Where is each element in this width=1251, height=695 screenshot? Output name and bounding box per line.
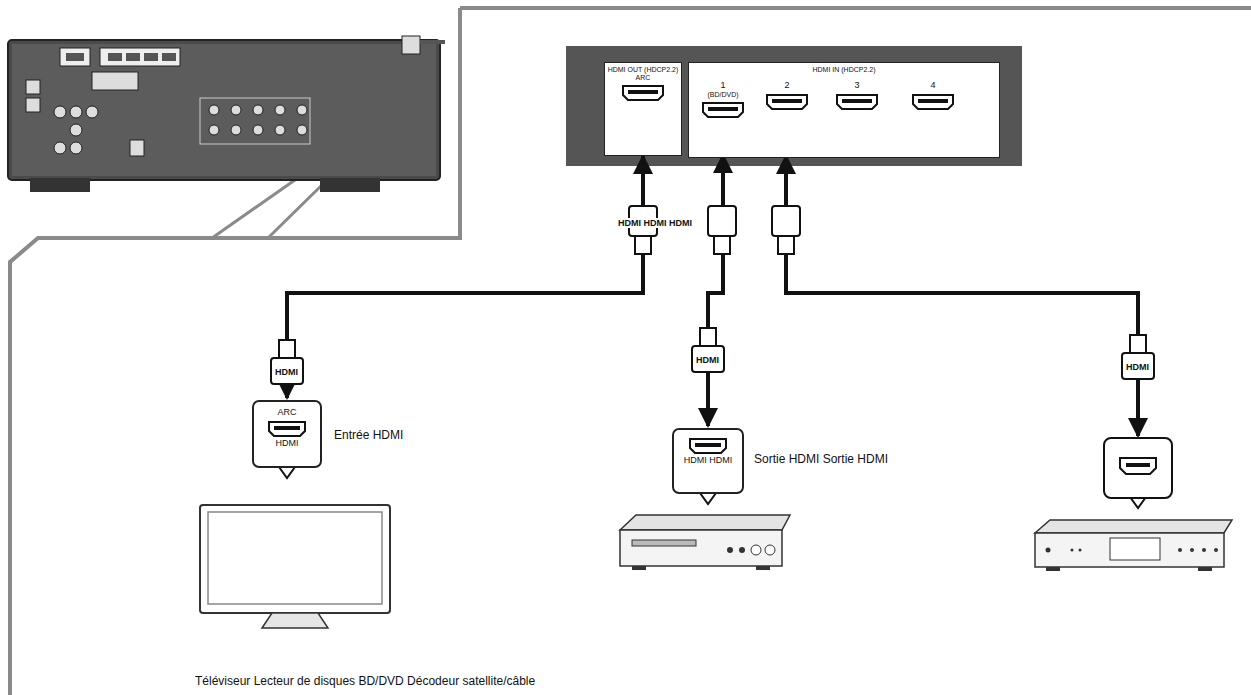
input-port: 2: [759, 77, 815, 155]
bd-player-illustration: [620, 515, 790, 570]
input-port: 4: [905, 77, 961, 155]
port-name: 2: [759, 80, 815, 91]
cable-label: HDMI: [696, 355, 719, 365]
port-note: HDMI: [254, 438, 320, 449]
output-port-box: HDMI OUT (HDCP2.2)ARC: [604, 62, 683, 156]
port-name: 3: [829, 80, 885, 91]
decoder-illustration: [1035, 520, 1232, 571]
hdmi-port-icon: [911, 93, 955, 111]
port-callout: [1104, 438, 1172, 498]
device-caption: Téléviseur Lecteur de disques BD/DVD Déc…: [195, 674, 535, 688]
tv-illustration: [200, 505, 390, 628]
cable-label: HDMI: [275, 367, 298, 377]
port-caption: Entrée HDMI: [334, 428, 403, 442]
cable-label: HDMI HDMI HDMI: [618, 218, 692, 228]
receiver-illustration: [8, 36, 445, 192]
hdmi-cable: [708, 155, 723, 426]
port-note: ARC: [605, 74, 682, 82]
hdmi-port-icon: [267, 420, 307, 438]
hdmi-cable: [287, 156, 643, 398]
hdmi-plug: [271, 206, 1154, 384]
port-name: 1: [695, 80, 751, 91]
hdmi-cable: [786, 156, 1138, 436]
hdmi-port-icon: [688, 437, 728, 455]
port-name: HDMI HDMI: [674, 455, 742, 466]
port-name: HDMI OUT (HDCP2.2): [605, 66, 682, 74]
port-name: HDMI IN (HDCP2.2): [689, 66, 999, 74]
port-name: 4: [905, 80, 961, 91]
zoom-frame: [10, 8, 1251, 695]
hdmi-port-icon: [701, 101, 745, 119]
hdmi-port-icon: [621, 84, 665, 102]
input-port: 1(BD/DVD): [695, 77, 751, 155]
port-note: (BD/DVD): [695, 91, 751, 99]
port-name: ARC: [254, 407, 320, 418]
input-port-group: HDMI IN (HDCP2.2) 1(BD/DVD) 2 3 4: [688, 62, 1000, 158]
cable-label: HDMI: [1126, 362, 1149, 372]
port-callout: ARC HDMI: [252, 400, 322, 468]
zoom-panel: [566, 46, 1022, 166]
input-port: 3: [829, 77, 885, 155]
hdmi-port-icon: [765, 93, 809, 111]
port-callout: HDMI HDMI: [672, 428, 744, 494]
port-caption: Sortie HDMI Sortie HDMI: [754, 452, 888, 466]
hdmi-port-icon: [835, 93, 879, 111]
